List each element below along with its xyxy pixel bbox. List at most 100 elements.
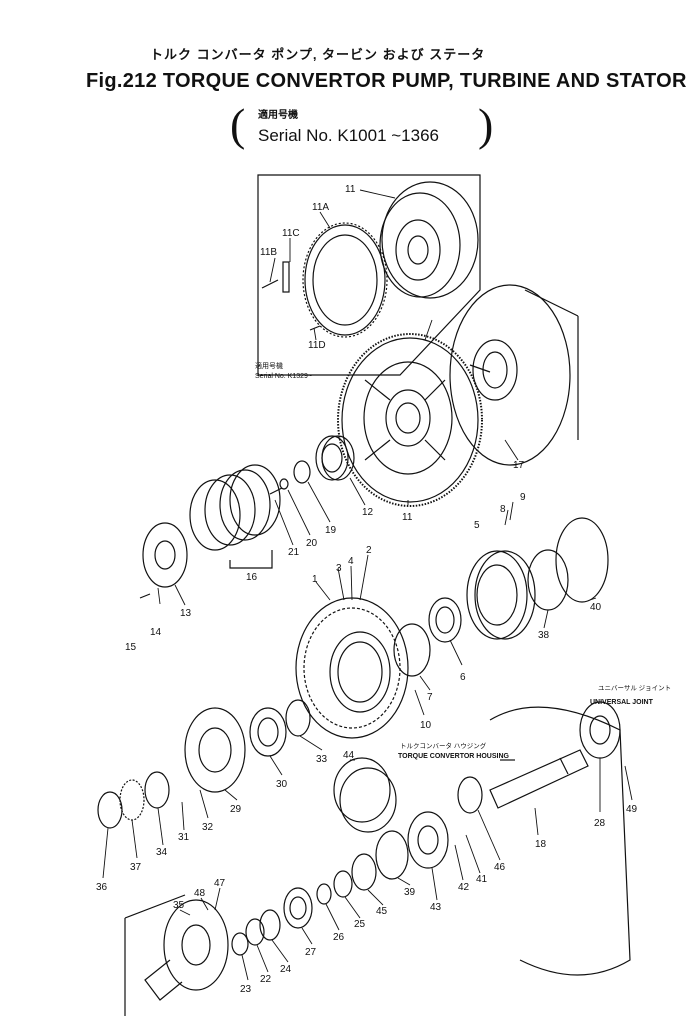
part-label: 34 [156, 847, 168, 858]
part-label: 24 [280, 964, 292, 975]
part-label: 46 [494, 862, 506, 873]
part-11-gear-drawing [337, 333, 483, 507]
japanese-title: トルク コンバータ ポンプ, タービン および ステータ [150, 47, 486, 62]
part-38-ring-drawing [527, 549, 569, 611]
part-label: 12 [362, 507, 374, 518]
part-label: 2 [366, 545, 372, 556]
part-label: 11 [345, 184, 356, 195]
part-label: 42 [458, 882, 470, 893]
part-20-21-drawing [269, 478, 289, 495]
part-19-washer-drawing [293, 460, 311, 484]
part-label: 37 [130, 862, 142, 873]
open-paren: ( [230, 99, 246, 150]
part-46-ring-drawing [457, 776, 483, 814]
part-label: 25 [354, 919, 366, 930]
part-18-shaft-drawing [489, 749, 589, 809]
part-label: 16 [246, 572, 258, 583]
part-label: 7 [427, 692, 433, 703]
torque-convertor-housing-drawing [489, 706, 631, 976]
part-label: 38 [538, 630, 550, 641]
part-16-clutch-pack-drawing [189, 464, 281, 569]
part-label: 41 [476, 874, 488, 885]
part-label: 8 [500, 504, 506, 515]
part-label: 22 [260, 974, 272, 985]
part-35-flange-drawing [124, 894, 229, 1016]
part-44-clutch-drawing [333, 757, 397, 833]
part-5-seal-drawing [466, 550, 536, 640]
part-22-ring-drawing [245, 918, 265, 946]
part-label: 13 [180, 608, 192, 619]
part-label: 33 [316, 754, 328, 765]
part-23-ring-drawing [231, 932, 249, 956]
part-34-ring-drawing [144, 771, 170, 809]
part-40-ring-drawing [555, 517, 609, 603]
parts-diagram-page: トルク コンバータ ポンプ, タービン および ステータ Fig.212 TOR… [86, 47, 686, 1016]
part-label: 11A [312, 202, 329, 213]
serial-applicability: ( 適用号機 Serial No. K1001 ~1366 ) [230, 99, 495, 150]
part-37-ring-drawing [119, 779, 145, 821]
part-label: 17 [513, 460, 525, 471]
part-label: 26 [333, 932, 345, 943]
part-labels: 11 11A 11C 11B 11D 17 12 11 19 20 21 16 … [96, 184, 638, 995]
part-label: 23 [240, 984, 252, 995]
part-label: 32 [202, 822, 214, 833]
part-17-plate-drawing [449, 284, 579, 466]
part-26-ring-drawing [316, 883, 332, 905]
part-27-bearing-drawing [283, 887, 313, 929]
part-label: 20 [306, 538, 318, 549]
part-label: 35 [173, 900, 185, 911]
part-label: 44 [343, 750, 355, 761]
universal-joint-label: UNIVERSAL JOINT [590, 699, 654, 706]
part-label: 28 [594, 818, 606, 829]
part-label: 36 [96, 882, 108, 893]
part-label: 48 [194, 888, 206, 899]
universal-joint-jp: ユニバーサル ジョイント [598, 684, 671, 692]
part-label: 10 [420, 720, 432, 731]
part-36-ring-drawing [97, 791, 123, 829]
part-label: 3 [336, 563, 342, 574]
part-label: 18 [535, 839, 547, 850]
part-label: 49 [626, 804, 638, 815]
part-label: 19 [325, 525, 337, 536]
part-label: 11C [282, 228, 300, 239]
part-11a-ring-drawing [302, 222, 388, 338]
figure-title: Fig.212 TORQUE CONVERTOR PUMP, TURBINE A… [86, 70, 687, 92]
part-label: 6 [460, 672, 466, 683]
part-11-cover-drawing [379, 181, 479, 299]
part-label: 15 [125, 642, 137, 653]
serial-japanese-label: 適用号機 [258, 110, 298, 121]
part-7-ring-drawing [393, 623, 431, 677]
part-1-stator-drawing [295, 597, 409, 739]
part-label: 39 [404, 887, 416, 898]
part-12-bearing-drawing [315, 435, 355, 481]
part-24-ring-drawing [259, 909, 281, 941]
part-label: 11 [402, 512, 413, 523]
part-label: 45 [376, 906, 388, 917]
part-label: 4 [348, 556, 354, 567]
inset-note-jp: 適用号機 [255, 361, 283, 370]
part-label: 11D [308, 340, 326, 351]
part-label: 1 [312, 574, 318, 585]
part-label: 11B [260, 247, 277, 258]
part-label: 14 [150, 627, 162, 638]
part-33-ring-drawing [285, 699, 311, 737]
part-label: 9 [520, 492, 526, 503]
part-label: 29 [230, 804, 242, 815]
part-43-cover-drawing [407, 811, 449, 869]
part-45-ring-drawing [351, 853, 377, 891]
part-label: 5 [474, 520, 480, 531]
part-label: 30 [276, 779, 288, 790]
part-label: 47 [214, 878, 226, 889]
housing-jp: トルクコンバータ ハウジング [400, 741, 487, 750]
serial-range: Serial No. K1001 ~1366 [258, 126, 439, 145]
part-28-joint-drawing [579, 701, 621, 759]
housing-label: TORQUE CONVERTOR HOUSING [398, 753, 510, 760]
part-label: 27 [305, 947, 317, 958]
part-label: 31 [178, 832, 190, 843]
inset-frame [257, 174, 481, 376]
part-30-bearing-drawing [249, 707, 287, 757]
part-label: 43 [430, 902, 442, 913]
part-29-hub-drawing [184, 707, 246, 793]
inset-bolts-drawing [261, 261, 321, 331]
inset-note: Serial No. K1329~ [255, 373, 312, 380]
